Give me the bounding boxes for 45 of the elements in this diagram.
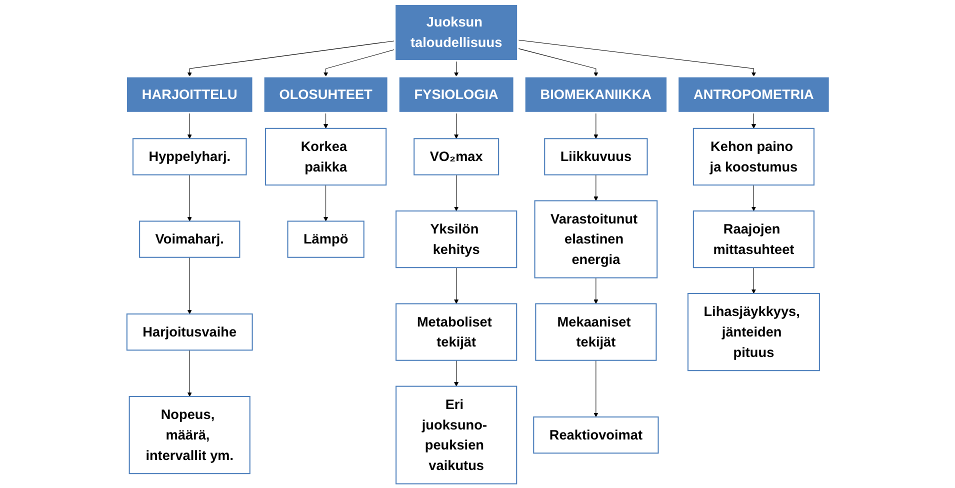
arrow (454, 174, 458, 212)
node-box: Lämpö (286, 220, 364, 258)
node-box: Lihasjäykkyys, jänteiden pituus (687, 293, 820, 372)
node-box: OLOSUHTEET (262, 76, 388, 114)
arrow (454, 360, 458, 386)
node-box: Eri juoksuno- peuksien vaikutus (395, 386, 517, 484)
node-box: Liikkuvuus (544, 138, 648, 176)
node-box: BIOMEKANIIKKA (523, 76, 668, 114)
node-box: Reaktiovoimat (532, 416, 658, 454)
node-box: FYSIOLOGIA (397, 76, 514, 114)
arrow (593, 174, 598, 201)
node-box: Nopeus, määrä, intervallit ym. (128, 396, 250, 474)
arrow (593, 360, 598, 418)
node-box: Yksilön kehitys (395, 210, 517, 268)
node-box: Juoksun taloudellisuus (394, 3, 518, 62)
node-box: Metaboliset tekijät (395, 303, 517, 361)
node-box: Kehon paino ja koostumus (692, 128, 814, 186)
arrow (186, 350, 192, 397)
arrow (186, 257, 192, 314)
arrow (517, 40, 756, 77)
arrow (593, 112, 598, 139)
arrow (454, 267, 458, 304)
node-box: HARJOITTELU (125, 76, 254, 114)
node-box: ANTROPOMETRIA (676, 76, 830, 114)
node-box: VO₂max (413, 138, 499, 176)
arrow (454, 60, 458, 77)
arrow (593, 278, 598, 304)
node-box: Hyppelyharj. (132, 138, 246, 176)
arrow (750, 267, 756, 294)
arrow (323, 184, 328, 222)
arrow (750, 112, 756, 129)
arrow (454, 112, 458, 139)
node-box: Mekaaniset tekijät (534, 303, 656, 361)
arrow (750, 184, 756, 212)
node-box: Varastoitunut elastinen energia (534, 200, 658, 278)
arrow (186, 174, 192, 222)
arrow (186, 40, 395, 77)
arrow (517, 48, 598, 77)
node-box: Raajojen mittasuhteet (692, 210, 814, 268)
node-box: Korkea paikka (264, 128, 386, 186)
node-box: Voimaharj. (138, 220, 240, 258)
node-box: Harjoitusvaihe (126, 313, 252, 351)
arrow (323, 49, 395, 77)
arrow (186, 112, 192, 139)
arrow (323, 112, 328, 129)
